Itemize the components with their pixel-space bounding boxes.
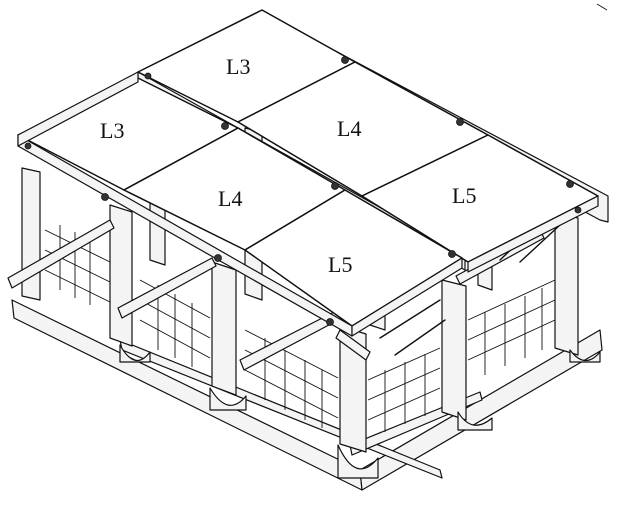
front-piers (21, 167, 579, 453)
deck-plates (17, 9, 599, 337)
panel-label-back-mid: L4 (337, 116, 361, 141)
panel-label-back-left: L3 (226, 54, 250, 79)
panel-labels: L3 L3 L4 L4 L5 L5 (100, 54, 476, 277)
panel-label-front-left: L3 (100, 118, 124, 143)
corner-mark (596, 3, 608, 11)
connection-bolts (24, 56, 582, 326)
panel-label-back-right: L5 (452, 183, 476, 208)
panel-label-front-mid: L4 (218, 186, 242, 211)
pier-feet (119, 344, 601, 479)
panel-label-front-right: L5 (328, 252, 352, 277)
